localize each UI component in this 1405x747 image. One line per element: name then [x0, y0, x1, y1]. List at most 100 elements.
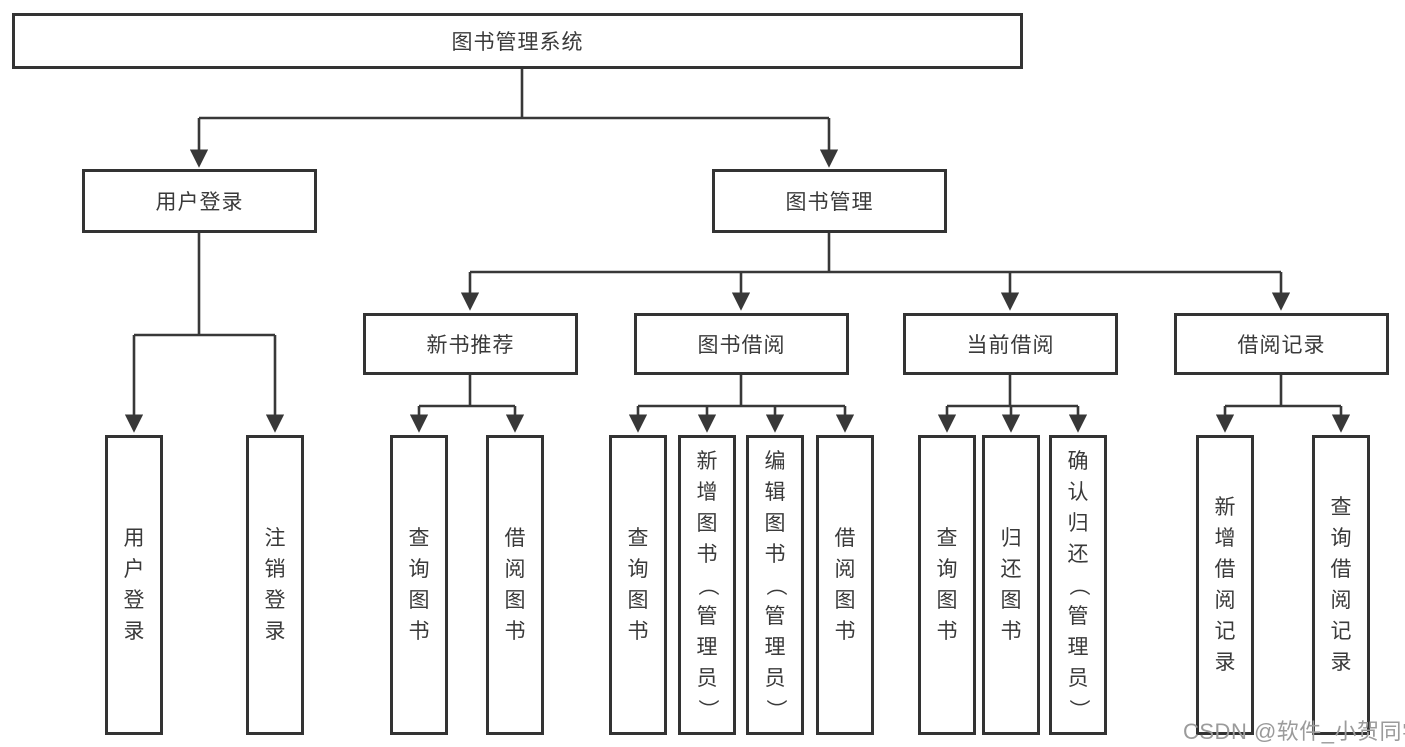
- vertical-char: 借: [1214, 558, 1236, 581]
- node-new-book-recommend: 新书推荐: [363, 313, 578, 375]
- node-borrow-records: 借阅记录: [1174, 313, 1389, 375]
- vertical-char: 图: [627, 589, 649, 612]
- vertical-char: 阅: [834, 558, 856, 581]
- leaf-query-books-current-label: 查询图书: [921, 438, 973, 732]
- leaf-edit-books-admin-label: 编辑图书（管理员）: [749, 438, 801, 732]
- node-current-borrow: 当前借阅: [903, 313, 1118, 375]
- vertical-char: 录: [1330, 651, 1352, 674]
- vertical-char: 员: [696, 666, 718, 690]
- leaf-query-borrow-record-label: 查询借阅记录: [1315, 438, 1367, 732]
- vertical-char: 辑: [764, 480, 786, 504]
- leaf-confirm-return-admin: 确认归还（管理员）: [1049, 435, 1107, 735]
- node-user-login: 用户登录: [82, 169, 317, 233]
- vertical-char: 图: [834, 589, 856, 612]
- vertical-char: 书: [627, 620, 649, 643]
- vertical-char: 新: [696, 449, 718, 473]
- node-book-borrow: 图书借阅: [634, 313, 849, 375]
- vertical-char: 询: [627, 558, 649, 581]
- vertical-char: 图: [408, 589, 430, 612]
- vertical-char: 阅: [1330, 589, 1352, 612]
- vertical-char: 查: [1330, 496, 1352, 519]
- vertical-char: 员: [1067, 666, 1089, 690]
- vertical-char: 登: [123, 589, 145, 612]
- vertical-char: 管: [696, 604, 718, 628]
- leaf-query-books-recommend-label: 查询图书: [393, 438, 445, 732]
- node-book-mgmt-label: 图书管理: [785, 191, 874, 214]
- vertical-char: 归: [1000, 527, 1022, 550]
- vertical-char: （: [763, 574, 787, 596]
- vertical-char: 编: [764, 449, 786, 473]
- leaf-query-borrow-record: 查询借阅记录: [1312, 435, 1370, 735]
- leaf-logout-label: 注销登录: [249, 438, 301, 732]
- vertical-char: 图: [936, 589, 958, 612]
- vertical-char: 书: [408, 620, 430, 643]
- leaf-confirm-return-admin-label: 确认归还（管理员）: [1052, 438, 1104, 732]
- leaf-add-books-admin: 新增图书 （ 管理员 ）: [678, 435, 736, 735]
- leaf-add-borrow-record-label: 新增借阅记录: [1199, 438, 1251, 732]
- vertical-char: 还: [1000, 558, 1022, 581]
- node-new-book-recommend-label: 新书推荐: [426, 334, 515, 357]
- vertical-char: 询: [408, 558, 430, 581]
- leaf-user-login-label: 用户登录: [108, 438, 160, 732]
- vertical-char: ）: [695, 698, 719, 720]
- leaf-borrow-books-recommend-label: 借阅图书: [489, 438, 541, 732]
- leaf-query-books-recommend: 查询图书: [390, 435, 448, 735]
- vertical-char: 查: [408, 527, 430, 550]
- vertical-char: 查: [936, 527, 958, 550]
- leaf-borrow-books-recommend: 借阅图书: [486, 435, 544, 735]
- vertical-char: 录: [123, 620, 145, 643]
- leaf-return-books-label: 归还图书: [985, 438, 1037, 732]
- vertical-char: 图: [764, 511, 786, 535]
- vertical-char: 借: [504, 527, 526, 550]
- node-current-borrow-label: 当前借阅: [966, 334, 1055, 357]
- vertical-char: 理: [764, 635, 786, 659]
- vertical-char: 记: [1330, 620, 1352, 643]
- vertical-char: 理: [696, 635, 718, 659]
- vertical-char: 记: [1214, 620, 1236, 643]
- leaf-logout: 注销登录: [246, 435, 304, 735]
- vertical-char: 书: [1000, 620, 1022, 643]
- vertical-char: 书: [764, 542, 786, 566]
- vertical-char: 录: [264, 620, 286, 643]
- vertical-char: 图: [504, 589, 526, 612]
- vertical-char: 户: [123, 558, 145, 581]
- leaf-query-books-borrow-label: 查询图书: [612, 438, 664, 732]
- vertical-char: 员: [764, 666, 786, 690]
- vertical-char: 书: [936, 620, 958, 643]
- leaf-add-borrow-record: 新增借阅记录: [1196, 435, 1254, 735]
- leaf-edit-books-admin: 编辑图书（管理员）: [746, 435, 804, 735]
- vertical-char: 借: [1330, 558, 1352, 581]
- vertical-char: 销: [264, 558, 286, 581]
- vertical-char: 借: [834, 527, 856, 550]
- leaf-borrow-books-borrow-label: 借阅图书: [819, 438, 871, 732]
- node-book-borrow-label: 图书借阅: [697, 334, 786, 357]
- vertical-char: 还: [1067, 542, 1089, 566]
- leaf-borrow-books-borrow: 借阅图书: [816, 435, 874, 735]
- leaf-add-books-admin-label: 新增图书 （ 管理员 ）: [681, 438, 733, 732]
- vertical-char: 阅: [504, 558, 526, 581]
- vertical-char: 询: [1330, 527, 1352, 550]
- vertical-char: 询: [936, 558, 958, 581]
- vertical-char: 注: [264, 527, 286, 550]
- vertical-char: 书: [834, 620, 856, 643]
- vertical-char: 用: [123, 527, 145, 550]
- node-borrow-records-label: 借阅记录: [1237, 334, 1326, 357]
- vertical-char: 认: [1067, 480, 1089, 504]
- vertical-char: 确: [1067, 449, 1089, 473]
- leaf-user-login: 用户登录: [105, 435, 163, 735]
- vertical-char: 书: [696, 542, 718, 566]
- vertical-char: 登: [264, 589, 286, 612]
- watermark: CSDN @软件_小贺同学: [1183, 719, 1405, 744]
- vertical-char: 图: [1000, 589, 1022, 612]
- node-user-login-label: 用户登录: [155, 191, 244, 214]
- vertical-char: 新: [1214, 496, 1236, 519]
- vertical-char: 图: [696, 511, 718, 535]
- vertical-char: 增: [696, 480, 718, 504]
- vertical-char: 管: [1067, 604, 1089, 628]
- vertical-char: 查: [627, 527, 649, 550]
- node-book-mgmt: 图书管理: [712, 169, 947, 233]
- vertical-char: ）: [1066, 698, 1090, 720]
- vertical-char: （: [695, 574, 719, 596]
- node-root-label: 图书管理系统: [451, 31, 584, 54]
